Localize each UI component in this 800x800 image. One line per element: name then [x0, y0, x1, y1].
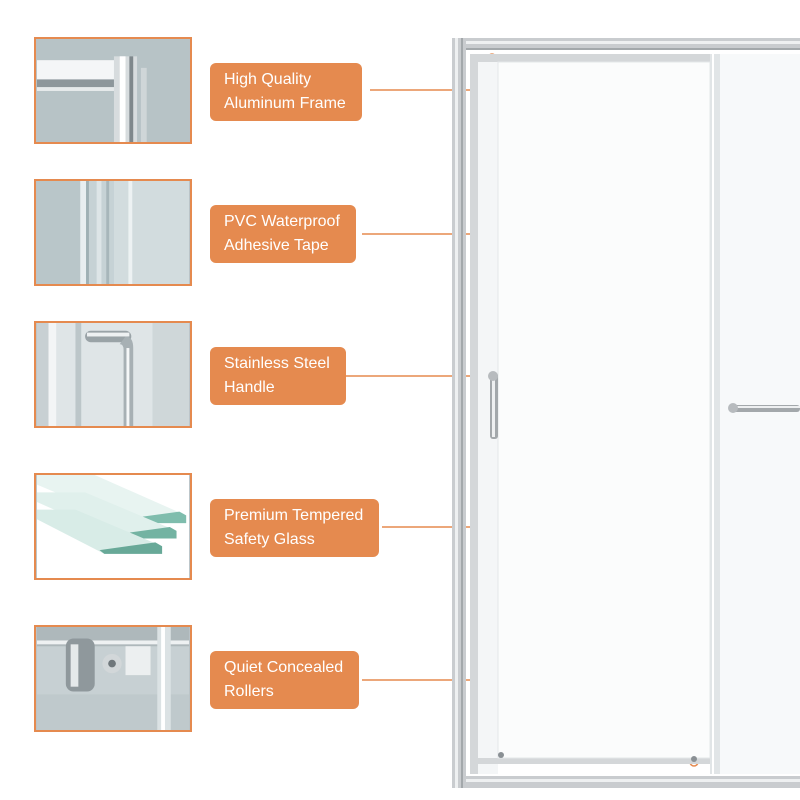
shower-door-illustration [452, 38, 800, 788]
rollers-thumbnail [34, 625, 192, 732]
tempered-glass-thumbnail [34, 473, 192, 580]
feature-label-line1: PVC Waterproof [224, 213, 340, 230]
feature-label-line2: Aluminum Frame [224, 95, 346, 112]
feature-label-rollers: Quiet Concealed Rollers [210, 651, 360, 709]
glass-panes-closeup-icon [36, 475, 190, 578]
feature-label-line2: Rollers [224, 683, 274, 700]
handle-thumbnail [34, 321, 192, 428]
feature-label-line1: Quiet Concealed [224, 659, 344, 676]
waterproof-strip-closeup-icon [36, 181, 190, 284]
feature-label-line1: High Quality [224, 71, 312, 88]
aluminum-frame-closeup-icon [36, 39, 190, 142]
feature-label-waterproof-tape: PVC Waterproof Adhesive Tape [210, 205, 356, 263]
aluminum-frame-thumbnail [34, 37, 192, 144]
feature-label-line1: Premium Tempered [224, 507, 364, 524]
feature-label-line2: Safety Glass [224, 531, 315, 548]
handle-closeup-icon [36, 323, 190, 426]
waterproof-tape-thumbnail [34, 179, 192, 286]
feature-label-line2: Handle [224, 379, 275, 396]
feature-label-tempered-glass: Premium Tempered Safety Glass [210, 499, 380, 557]
feature-label-line1: Stainless Steel [224, 355, 330, 372]
feature-label-handle: Stainless Steel Handle [210, 347, 346, 405]
roller-closeup-icon [36, 627, 190, 730]
feature-label-aluminum-frame: High Quality Aluminum Frame [210, 63, 362, 121]
feature-label-line2: Adhesive Tape [224, 237, 329, 254]
